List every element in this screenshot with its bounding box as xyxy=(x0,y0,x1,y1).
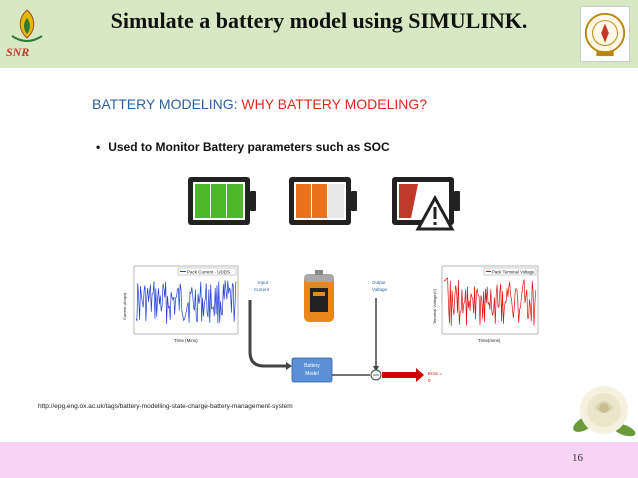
current-plot-legend: Pack Current - UDDS xyxy=(187,270,230,275)
battery-level-icons xyxy=(188,177,460,231)
voltage-plot-legend: Pack Terminal Voltage xyxy=(492,270,535,275)
slide-header xyxy=(0,0,638,68)
slide-footer xyxy=(0,442,638,478)
section-heading: BATTERY MODELING: WHY BATTERY MODELING? xyxy=(92,96,427,112)
bullet-text: Used to Monitor Battery parameters such … xyxy=(108,140,390,154)
battery-model-block: Battery Model xyxy=(291,357,333,383)
heading-prefix: BATTERY MODELING: xyxy=(92,96,242,112)
institution-seal-logo xyxy=(580,6,630,62)
input-label-1: Input xyxy=(258,280,269,285)
bullet-dot-icon: • xyxy=(96,140,101,154)
source-link[interactable]: http://epg.eng.ox.ac.uk/tags/battery-mod… xyxy=(38,403,293,410)
voltage-plot-ylabel: Terminal Voltage(V) xyxy=(432,288,437,324)
voltage-signal-line xyxy=(443,277,537,326)
bullet-point: • Used to Monitor Battery parameters such… xyxy=(96,140,390,154)
output-label-1: Output xyxy=(372,280,386,285)
current-plot: Pack Current - UDDS Time (Mins) Current … xyxy=(122,265,239,343)
current-signal-line xyxy=(135,280,237,324)
current-plot-xlabel: Time (Mins) xyxy=(174,338,198,343)
arrow-to-model-icon xyxy=(286,362,292,370)
output-label-2: Voltage xyxy=(372,287,388,292)
error-label-2: 0 xyxy=(428,378,431,383)
battery-model-diagram: Pack Current - UDDS Time (Mins) Current … xyxy=(122,265,539,383)
battery-full-icon xyxy=(188,177,256,225)
error-label-1: Error = xyxy=(428,371,442,376)
voltage-plot: Pack Terminal Voltage Time(mins) Termina… xyxy=(432,265,539,343)
page-number: 16 xyxy=(572,452,583,464)
slide-title: Simulate a battery model using SIMULINK. xyxy=(110,8,528,33)
current-plot-ylabel: Current (Amps) xyxy=(122,292,127,320)
rose-icon xyxy=(573,386,636,437)
battery-low-warning-icon xyxy=(392,177,460,231)
voltage-plot-xlabel: Time(mins) xyxy=(478,338,501,343)
model-label-2: Model xyxy=(305,371,319,377)
snr-logo xyxy=(11,9,43,42)
arrow-to-sum-icon xyxy=(373,366,379,372)
snr-logo-text: SNR xyxy=(6,45,30,59)
input-label-2: Current xyxy=(254,287,270,292)
model-label-1: Battery xyxy=(304,363,320,369)
battery-medium-icon xyxy=(289,177,357,225)
error-arrow-icon xyxy=(382,368,424,382)
battery-cell-image xyxy=(304,270,334,322)
heading-emphasis: WHY BATTERY MODELING? xyxy=(241,96,428,112)
